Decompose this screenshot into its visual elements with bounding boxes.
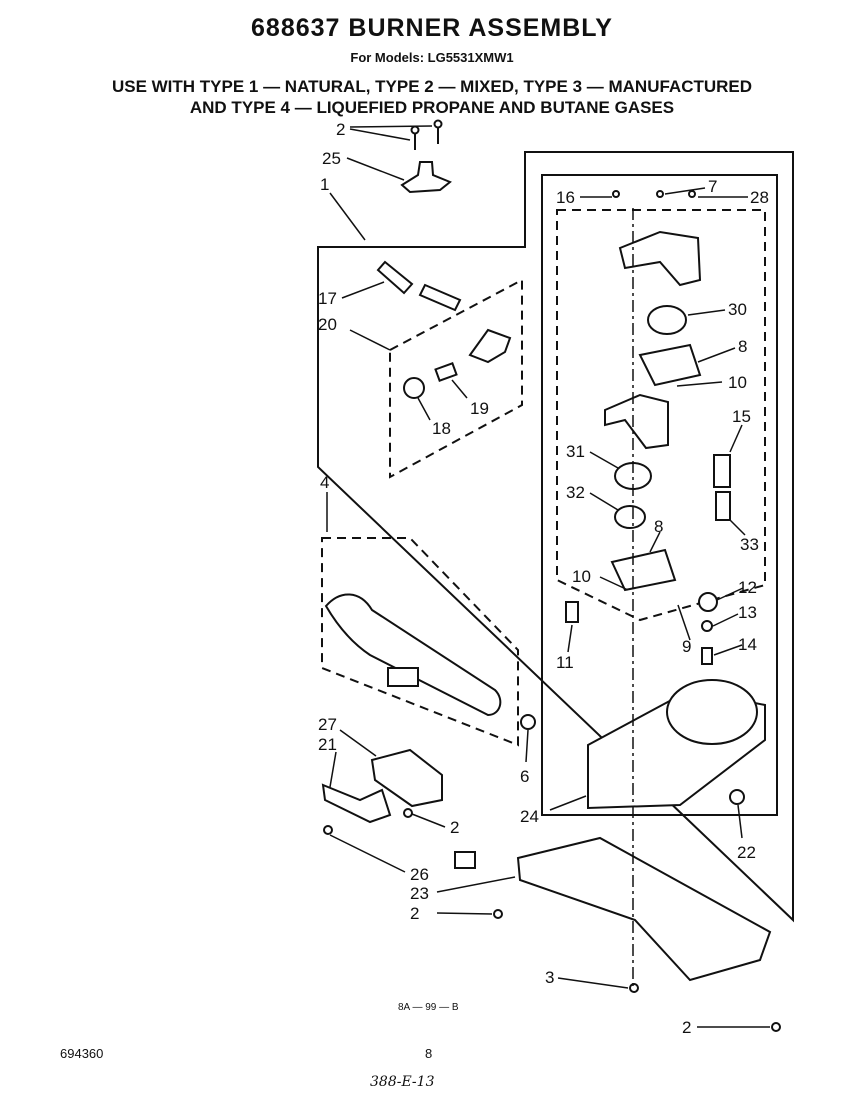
gasket-plate-icon: [610, 548, 677, 592]
callout-4: 4: [320, 473, 329, 492]
fitting-icon: [468, 328, 512, 364]
fitting-icon: [565, 601, 579, 623]
gas-pipe-icon: [376, 260, 414, 295]
callout-11: 11: [556, 653, 574, 672]
callout-13: 13: [738, 603, 757, 622]
callout-28: 28: [750, 188, 769, 207]
callout-20: 20: [318, 315, 337, 334]
callout-2: 2: [682, 1018, 691, 1037]
callout-19: 19: [470, 399, 489, 418]
screw-icon: [403, 808, 413, 818]
screw-icon: [629, 983, 639, 993]
burner-bracket-icon: [387, 667, 419, 687]
nut-icon: [520, 714, 536, 730]
callout-8: 8: [654, 517, 663, 536]
orifice-group-outline: [389, 278, 523, 479]
solenoid-coil-icon: [614, 505, 646, 529]
valve-box-outline: [541, 174, 778, 816]
gasket-plate-icon: [638, 343, 702, 387]
callout-8: 8: [738, 337, 747, 356]
callout-16: 16: [556, 188, 575, 207]
orifice-icon: [434, 362, 458, 382]
screw-icon: [656, 190, 664, 198]
callout-18: 18: [432, 419, 451, 438]
callout-10: 10: [728, 373, 747, 392]
callout-30: 30: [728, 300, 747, 319]
wire-connector-icon: [715, 491, 731, 521]
igniter-icon: [321, 783, 392, 824]
callout-25: 25: [322, 149, 341, 168]
callout-33: 33: [740, 535, 759, 554]
page-title: 688637 BURNER ASSEMBLY: [251, 14, 613, 42]
callout-1: 1: [320, 175, 329, 194]
callout-2: 2: [336, 120, 345, 139]
callout-9: 9: [682, 637, 691, 656]
callout-2: 2: [450, 818, 459, 837]
mounting-bracket-icon: [604, 393, 669, 450]
callout-14: 14: [738, 635, 757, 654]
solenoid-coil-icon: [647, 305, 687, 335]
callout-27: 27: [318, 715, 337, 734]
screw-icon: [771, 1022, 781, 1032]
callout-6: 6: [520, 767, 529, 786]
assembly-outline: [317, 151, 794, 923]
callout-22: 22: [737, 843, 756, 862]
valve-bracket-icon: [618, 230, 702, 287]
regulator-icon: [666, 679, 758, 745]
handwritten-note: 388-E-13: [370, 1074, 435, 1090]
screw-icon: [612, 190, 620, 198]
document-number: 694360: [60, 1046, 104, 1061]
callout-15: 15: [732, 407, 751, 426]
screw-icon: [410, 125, 420, 150]
callout-32: 32: [566, 483, 585, 502]
cap-icon: [698, 592, 718, 612]
callout-2: 2: [410, 904, 419, 923]
screw-icon: [688, 190, 696, 198]
callout-21: 21: [318, 735, 337, 754]
callout-7: 7: [708, 177, 717, 196]
pipe-clamp-icon: [400, 161, 452, 194]
gas-type-line-1: USE WITH TYPE 1 — NATURAL, TYPE 2 — MIXE…: [111, 77, 753, 96]
callout-3: 3: [545, 968, 554, 987]
mounting-bracket-icon: [516, 836, 772, 982]
burner-tube-icon: [324, 593, 502, 717]
screw-icon: [493, 909, 503, 919]
callout-17: 17: [318, 289, 337, 308]
gas-pipe-icon: [418, 283, 462, 312]
callout-24: 24: [520, 807, 539, 826]
wire-connector-icon: [713, 454, 731, 488]
wire-connector-icon: [454, 851, 476, 869]
nut-icon: [403, 377, 425, 399]
page-number: 8: [425, 1046, 433, 1061]
burner-group-outline: [321, 537, 519, 747]
bracket-icon: [370, 748, 443, 808]
screw-icon: [323, 825, 333, 835]
spring-icon: [701, 647, 713, 665]
nut-icon: [729, 789, 745, 805]
callout-26: 26: [410, 865, 429, 884]
callout-23: 23: [410, 884, 429, 903]
drawing-code: 8A — 99 — B: [398, 1002, 459, 1013]
callout-12: 12: [738, 578, 757, 597]
gas-type-line-2: AND TYPE 4 — LIQUEFIED PROPANE AND BUTAN…: [189, 98, 675, 117]
models-line: For Models: LG5531XMW1: [350, 50, 514, 65]
callout-31: 31: [566, 442, 585, 461]
screw-icon: [433, 119, 443, 144]
washer-icon: [701, 620, 713, 632]
callout-10: 10: [572, 567, 591, 586]
